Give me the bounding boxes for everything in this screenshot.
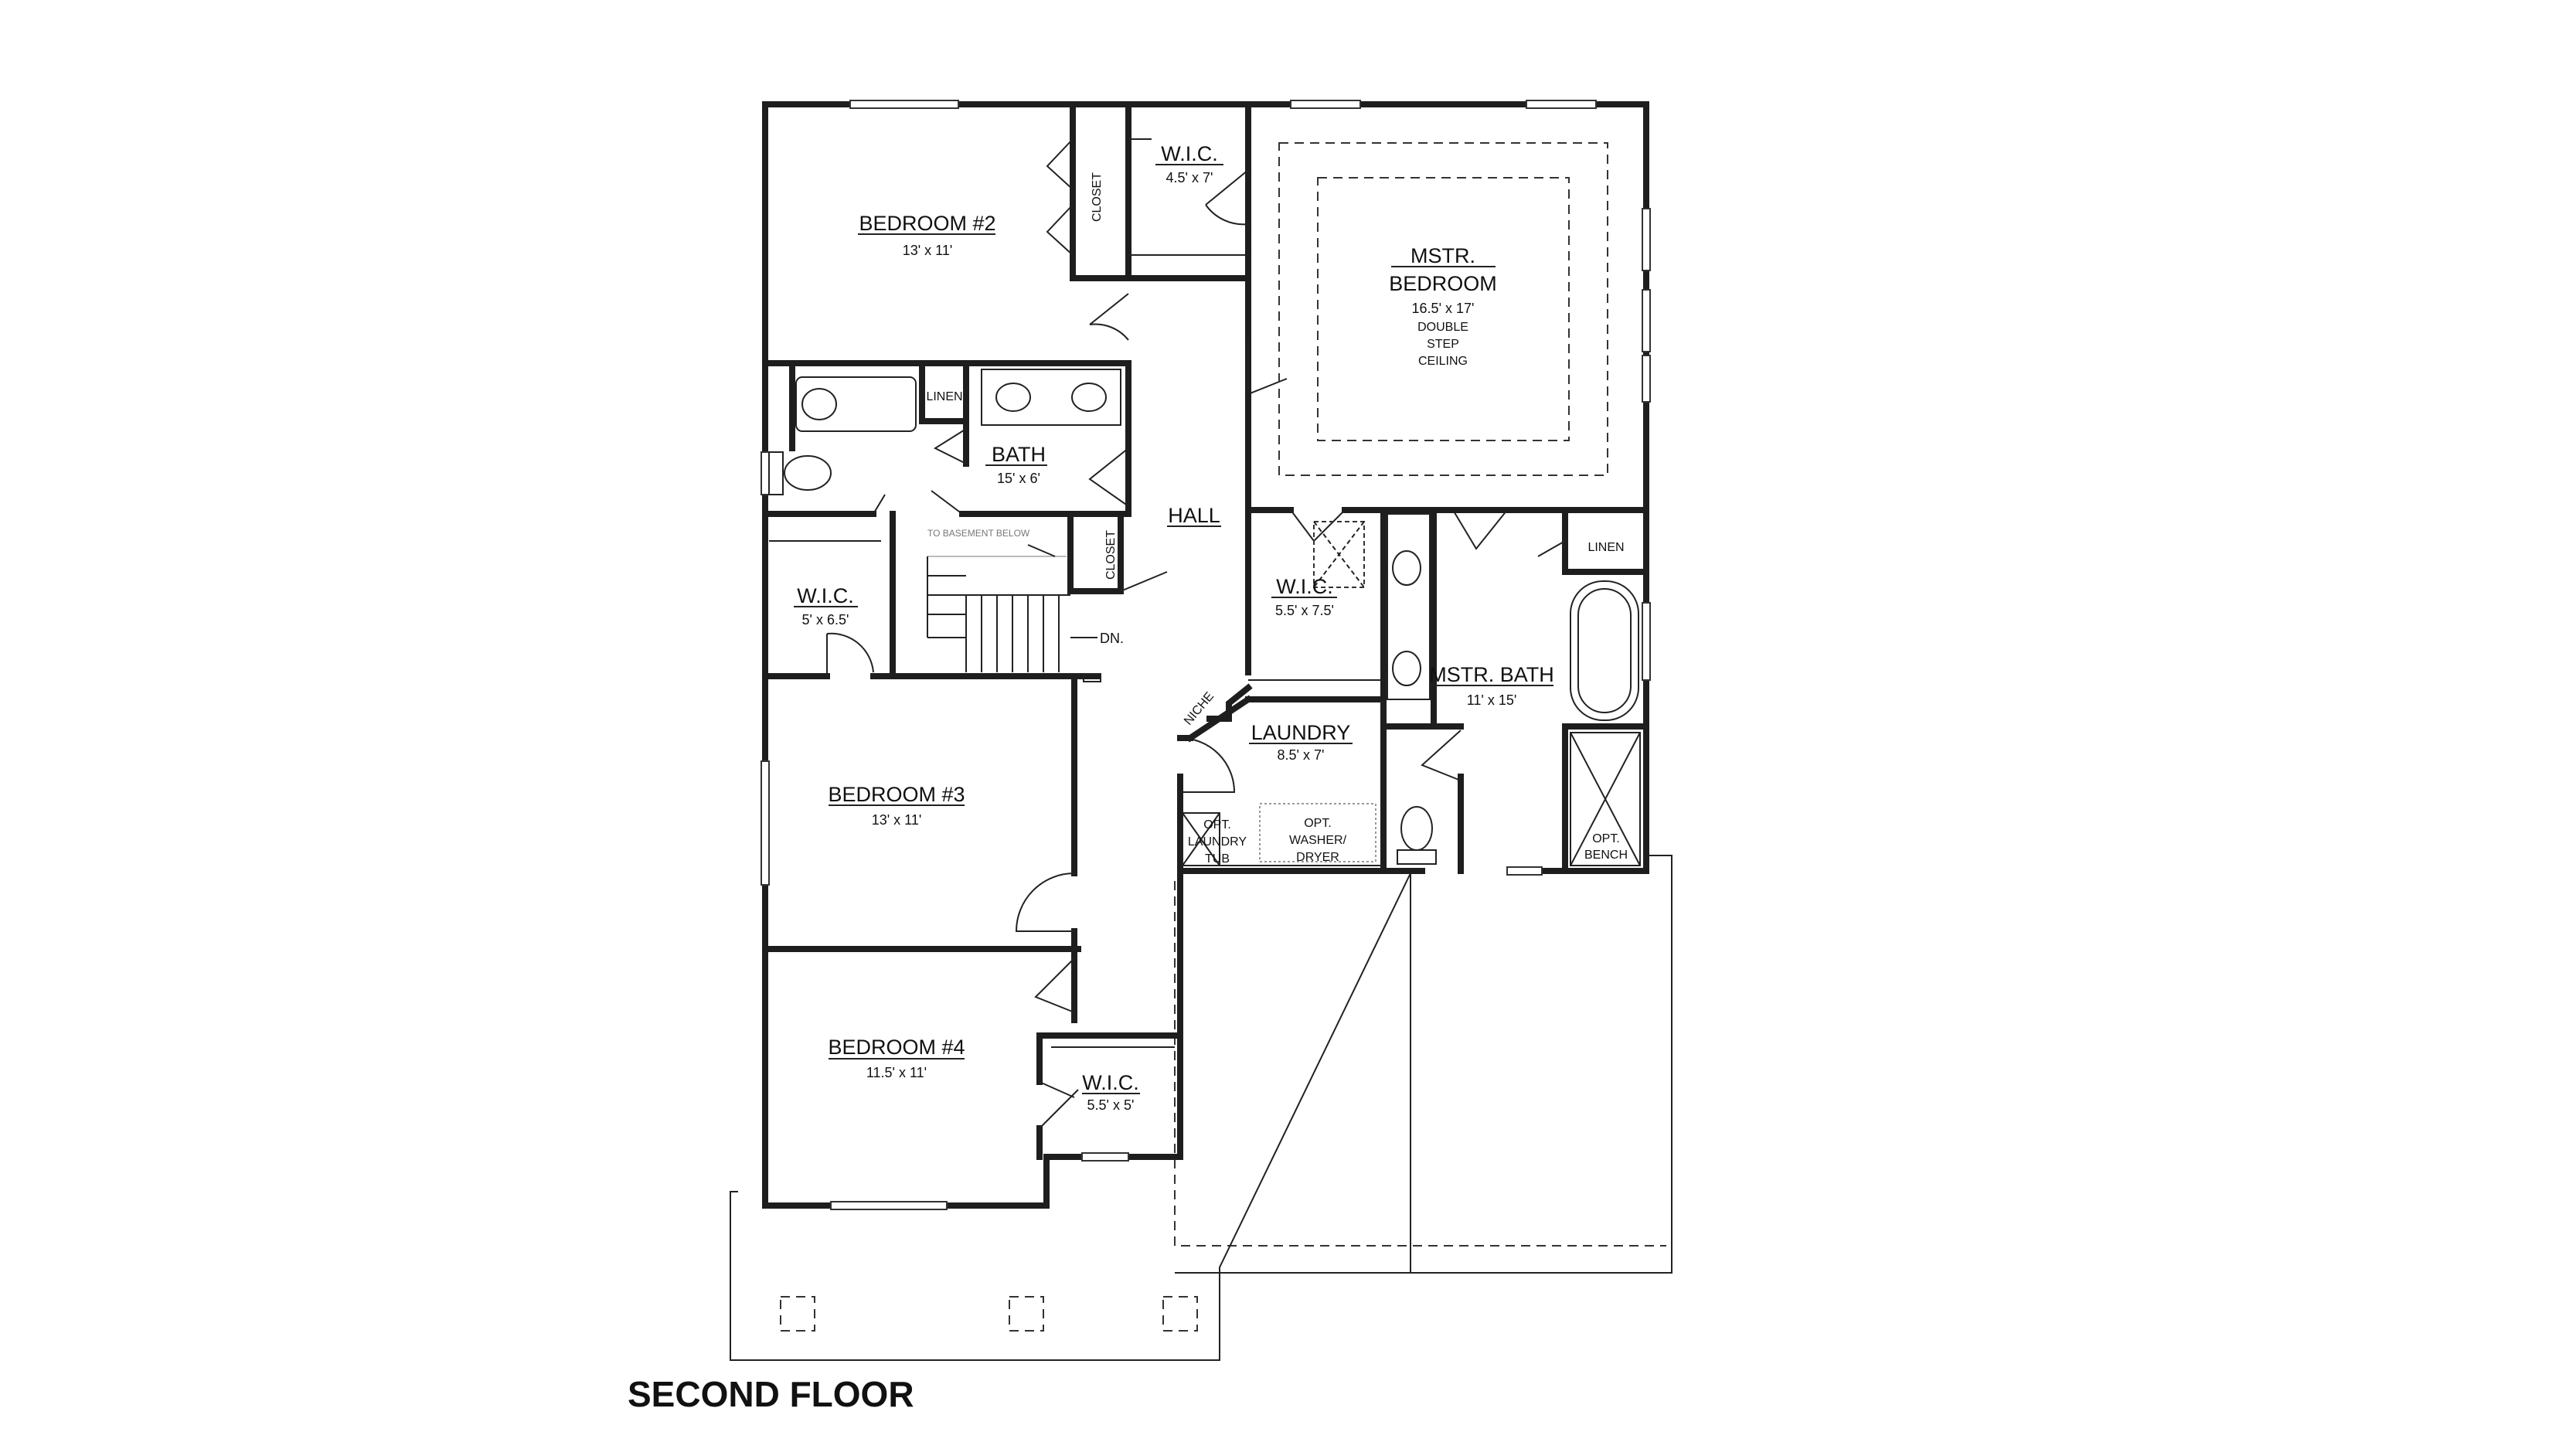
- bedroom3-name: BEDROOM #3: [828, 783, 965, 806]
- wic-b4-name: W.I.C.: [1082, 1071, 1139, 1094]
- interior-walls: [762, 101, 1649, 1160]
- doors: [826, 138, 1566, 1129]
- fixtures: [768, 138, 1641, 1048]
- bench-line2: BENCH: [1584, 849, 1628, 862]
- room-labels: BEDROOM #2 13' x 11' CLOSET W.I.C. 4.5' …: [797, 142, 1628, 1113]
- bedroom4-name: BEDROOM #4: [828, 1036, 965, 1059]
- label-underlines: [794, 164, 1553, 1094]
- wic-left-dim: 5' x 6.5': [802, 612, 849, 628]
- laundry-tub-line1: OPT.: [1203, 818, 1231, 832]
- laundry-name: LAUNDRY: [1251, 721, 1351, 744]
- stair-note: TO BASEMENT BELOW: [927, 528, 1030, 539]
- hall-name: HALL: [1168, 504, 1220, 527]
- master-name-line1: MSTR.: [1411, 244, 1475, 267]
- washer-line3: DRYER: [1296, 851, 1339, 864]
- master-bath-dim: 11' x 15': [1467, 692, 1517, 708]
- garage-roof-outline: [1174, 855, 1673, 1274]
- master-note2: STEP: [1427, 338, 1459, 351]
- washer-line1: OPT.: [1304, 817, 1332, 830]
- bath-linen-label: LINEN: [926, 390, 962, 403]
- stair-treads: [927, 575, 1060, 672]
- laundry-tub-line2: LAUNDRY: [1188, 835, 1247, 849]
- master-dim: 16.5' x 17': [1412, 301, 1475, 316]
- master-note3: CEILING: [1418, 355, 1468, 368]
- wic-b4-dim: 5.5' x 5': [1087, 1097, 1135, 1113]
- stair-down-label: DN.: [1100, 631, 1124, 646]
- wic-top-dim: 4.5' x 7': [1166, 170, 1213, 185]
- floor-title: SECOND FLOOR: [628, 1374, 914, 1414]
- porch-outline: [730, 1191, 1220, 1361]
- stairs: [927, 544, 1101, 682]
- bedroom4-dim: 11.5' x 11': [866, 1065, 927, 1080]
- master-bath-name: MSTR. BATH: [1429, 663, 1554, 686]
- washer-line2: WASHER/: [1289, 834, 1347, 847]
- bedroom3-dim: 13' x 11': [872, 812, 922, 828]
- bench-line1: OPT.: [1592, 832, 1620, 845]
- hall-closet-label: CLOSET: [1104, 530, 1118, 580]
- wic-master-name: W.I.C.: [1276, 575, 1333, 598]
- bedroom2-name: BEDROOM #2: [859, 212, 995, 235]
- wic-left-name: W.I.C.: [797, 584, 854, 607]
- master-note1: DOUBLE: [1417, 321, 1468, 334]
- laundry-dim: 8.5' x 7': [1278, 747, 1325, 763]
- bath-dim: 15' x 6': [997, 471, 1040, 486]
- bath-name: BATH: [992, 443, 1046, 466]
- wic-top-name: W.I.C.: [1161, 142, 1218, 165]
- bedroom2-dim: 13' x 11': [903, 243, 953, 258]
- bedroom2-closet-label: CLOSET: [1091, 172, 1104, 222]
- master-name-line2: BEDROOM: [1389, 272, 1497, 295]
- wic-master-dim: 5.5' x 7.5': [1275, 603, 1334, 618]
- double-step-ceiling: [1278, 142, 1608, 476]
- windows: [761, 100, 1651, 1210]
- master-linen-label: LINEN: [1587, 541, 1624, 554]
- laundry-tub-line3: TUB: [1205, 852, 1230, 866]
